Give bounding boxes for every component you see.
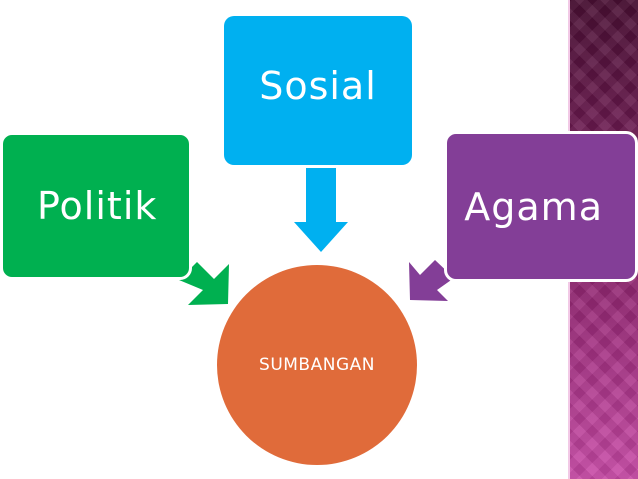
agama-box: Agama bbox=[444, 131, 638, 282]
politik-label: Politik bbox=[37, 184, 158, 228]
agama-label: Agama bbox=[464, 184, 603, 229]
sumbangan-label: SUMBANGAN bbox=[259, 355, 375, 375]
arrow-agama-to-center bbox=[409, 260, 454, 301]
politik-box: Politik bbox=[0, 132, 192, 280]
sumbangan-circle: SUMBANGAN bbox=[217, 265, 417, 465]
sosial-label: Sosial bbox=[259, 63, 377, 108]
arrow-sosial-to-center bbox=[294, 168, 348, 252]
sosial-box: Sosial bbox=[224, 16, 412, 165]
arrow-politik-to-center bbox=[179, 262, 229, 305]
